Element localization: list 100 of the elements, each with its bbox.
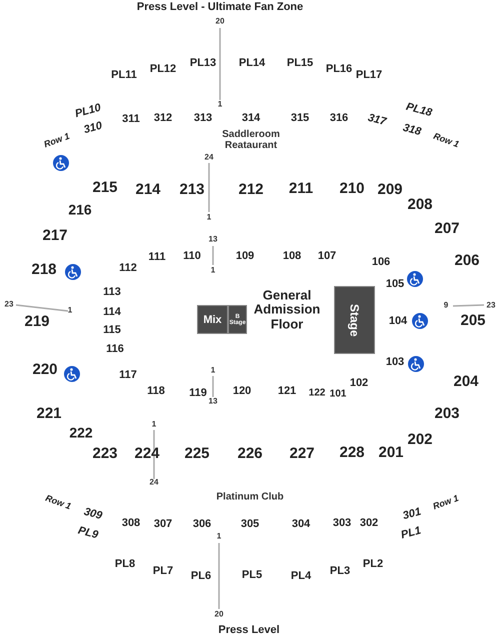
row-label: Row 1 (432, 494, 460, 512)
level-label: Press Level (218, 624, 280, 636)
row-number: 1 (210, 266, 216, 276)
section-number: 113 (103, 286, 121, 298)
section-number: PL18 (404, 100, 434, 120)
section-number: 213 (179, 182, 205, 198)
section-number: 309 (82, 506, 104, 522)
section-number: 201 (378, 444, 404, 462)
section-number: 111 (148, 250, 166, 264)
floor-label: General Admission Floor (252, 288, 322, 332)
section-number: 115 (103, 324, 121, 336)
row-number: 1 (206, 214, 212, 222)
section-number: PL17 (356, 68, 382, 82)
section-number: 318 (402, 122, 422, 138)
section-number: 215 (92, 180, 118, 196)
row-number: 24 (204, 154, 214, 162)
row-number: 1 (152, 420, 156, 430)
section-number: PL9 (76, 524, 100, 542)
section-number: 103 (386, 356, 404, 368)
section-number: 119 (189, 386, 207, 400)
section-number: 224 (134, 446, 160, 462)
section-number: 114 (103, 306, 121, 318)
section-number: 116 (106, 342, 124, 356)
section-number: 312 (154, 112, 172, 124)
section-number: 106 (372, 256, 390, 268)
section-number: PL10 (74, 102, 102, 120)
section-number: 226 (237, 446, 263, 462)
row-number: 20 (214, 610, 224, 620)
section-number: 107 (318, 250, 336, 262)
section-number: 117 (119, 368, 137, 382)
row-number: 13 (208, 236, 218, 244)
section-number: 120 (232, 384, 252, 398)
stage-box: Stage (334, 286, 375, 354)
section-number: 121 (278, 384, 296, 398)
section-number: 228 (339, 444, 365, 462)
venue-label: Saddleroom Reataurant (221, 129, 281, 151)
section-number: 203 (434, 406, 460, 422)
section-number: 206 (454, 252, 480, 270)
section-number: PL6 (190, 570, 212, 582)
section-number: PL14 (238, 56, 266, 70)
mix-box: Mix (197, 305, 228, 334)
section-number: 227 (289, 446, 315, 462)
section-number: 310 (82, 120, 104, 136)
section-number: PL11 (111, 68, 137, 82)
section-number: 223 (92, 446, 118, 462)
row-number: 23 (486, 302, 496, 310)
section-number: 302 (360, 516, 378, 530)
section-number: PL2 (362, 558, 384, 570)
row-number: 23 (4, 300, 14, 310)
section-number: 101 (330, 388, 346, 400)
section-number: 211 (288, 180, 314, 198)
section-number: 313 (194, 112, 212, 124)
section-number: 311 (122, 112, 140, 126)
row-label: Row 1 (432, 132, 460, 150)
section-number: 205 (460, 312, 486, 330)
section-number: 209 (377, 182, 403, 198)
section-number: 219 (24, 314, 50, 330)
section-number: PL12 (150, 62, 176, 76)
section-number: PL3 (330, 564, 350, 578)
section-number: PL4 (290, 570, 312, 582)
row-number: 9 (444, 302, 448, 310)
row-number: 1 (218, 100, 222, 110)
section-number: 218 (31, 262, 57, 278)
section-number: 306 (192, 518, 212, 530)
section-number: 104 (388, 314, 408, 328)
row-number: 1 (210, 366, 216, 376)
section-number: 208 (407, 196, 433, 214)
section-number: 222 (69, 425, 93, 441)
section-number: PL13 (190, 56, 216, 70)
section-number: PL8 (114, 558, 136, 570)
section-number: 122 (308, 388, 326, 398)
section-number: PL15 (286, 56, 314, 70)
row-label: Row 1 (44, 494, 72, 512)
level-label: Press Level - Ultimate Fan Zone (136, 0, 304, 14)
section-number: 220 (32, 362, 58, 378)
section-number: 314 (242, 112, 260, 124)
section-number: 315 (290, 112, 310, 124)
section-number: 110 (183, 250, 201, 262)
section-number: 202 (407, 432, 433, 448)
section-number: PL7 (152, 564, 174, 578)
section-number: 221 (36, 406, 62, 422)
section-number: 204 (453, 374, 479, 390)
section-number: 304 (292, 518, 310, 530)
section-number: 225 (184, 446, 210, 462)
section-number: PL16 (326, 62, 352, 76)
section-number: 303 (332, 516, 352, 530)
section-number: 307 (154, 518, 172, 530)
section-number: 105 (386, 278, 404, 290)
section-number: 217 (42, 228, 68, 244)
section-number: 212 (238, 182, 264, 198)
section-number: 316 (330, 112, 348, 124)
row-label: Row 1 (42, 132, 72, 150)
section-number: PL1 (400, 524, 422, 542)
section-number: 214 (135, 182, 161, 198)
section-number: 308 (122, 516, 140, 530)
row-number: 13 (208, 398, 218, 406)
section-number: 118 (147, 384, 165, 398)
section-number: 301 (402, 506, 422, 522)
row-number: 20 (216, 18, 224, 26)
venue-label: Platinum Club (215, 492, 285, 502)
